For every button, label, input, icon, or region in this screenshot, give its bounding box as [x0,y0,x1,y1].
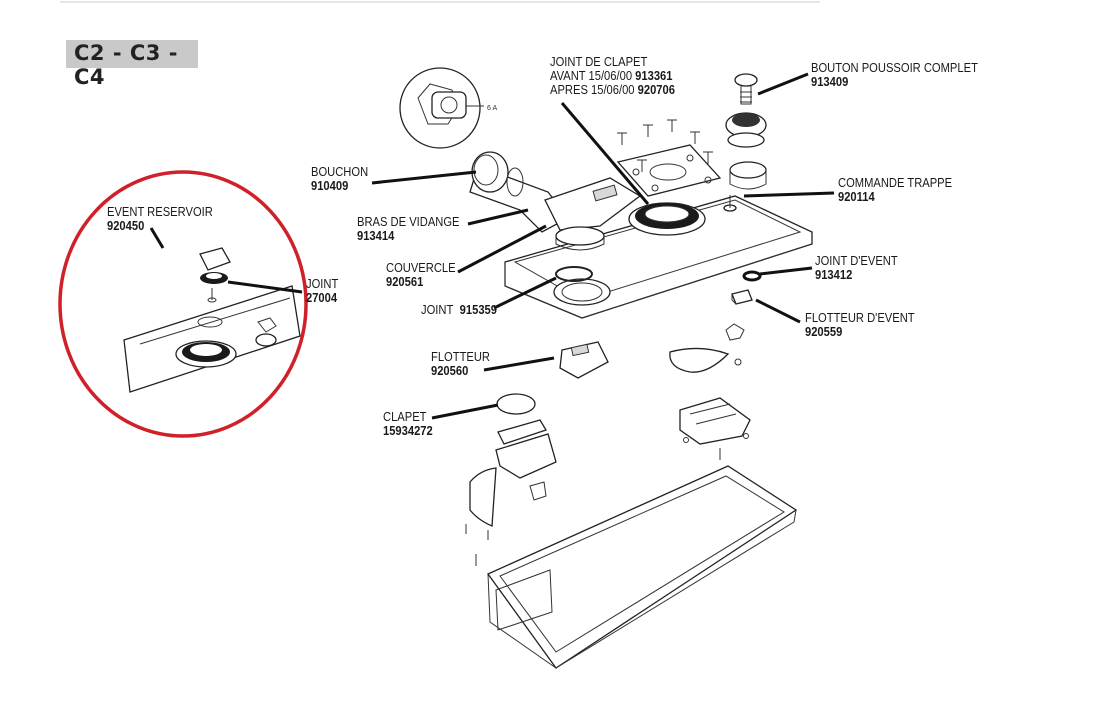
model-badge-text: C2 - C3 - C4 [74,41,178,89]
label-joint-event: JOINT D'EVENT 913412 [815,254,898,282]
label-ref: 913409 [811,74,849,89]
label-flotteur: FLOTTEUR 920560 [431,350,490,378]
label-name: FLOTTEUR D'EVENT [805,310,915,325]
label-joint-915359: JOINT 915359 [421,303,497,317]
label-name: BRAS DE VIDANGE [357,214,460,229]
event-reservoir-detail-drawing [123,247,301,393]
label-ref: 913414 [357,228,395,243]
float-valve-drawing [465,341,609,566]
label-name: COMMANDE TRAPPE [838,175,953,190]
label-ref: 920561 [386,274,424,289]
label-name: CLAPET [383,409,427,424]
label-name: BOUTON POUSSOIR COMPLET [811,60,978,75]
leader-lines [149,72,835,420]
inset-6a-drawing: 6 A [399,67,497,149]
label-bras-vidange: BRAS DE VIDANGE 913414 [357,215,460,243]
label-couvercle: COUVERCLE 920561 [386,261,456,289]
label-ref: 915359 [459,302,497,317]
label-name: EVENT RESERVOIR [107,204,213,219]
label-name: COUVERCLE [386,260,456,275]
label-ref: 910409 [311,178,349,193]
label-name: FLOTTEUR [431,349,491,364]
label-bouton-poussoir: BOUTON POUSSOIR COMPLET 913409 [811,61,978,89]
label-name: JOINT D'EVENT [815,253,898,268]
label-ref: 920450 [107,218,145,233]
label-ref: 913412 [815,267,853,282]
label-ref: 920560 [431,363,469,378]
label-apres-text: APRES 15/06/00 [550,82,635,97]
label-name: JOINT [306,276,339,291]
label-ref: 920559 [805,324,843,339]
vent-parts-drawing [669,270,762,460]
label-apres-ref: 920706 [637,82,675,97]
label-name: JOINT DE CLAPET [550,54,648,69]
label-avant-text: AVANT 15/06/00 [550,68,633,83]
reservoir-tray-drawing [487,465,798,669]
label-commande-trappe: COMMANDE TRAPPE 920114 [838,176,952,204]
inset-marker-text: 6 A [487,105,497,112]
highlight-circle [58,170,308,438]
label-flotteur-event: FLOTTEUR D'EVENT 920559 [805,311,915,339]
cover-lid-drawing [469,73,813,319]
label-bouchon: BOUCHON 910409 [311,165,368,193]
label-name: JOINT [421,302,454,317]
label-name: BOUCHON [311,164,369,179]
model-badge: C2 - C3 - C4 [66,40,198,89]
label-ref: 15934272 [383,423,433,438]
label-ref: 920114 [838,189,875,204]
label-avant-ref: 913361 [635,68,673,83]
label-event-reservoir: EVENT RESERVOIR 920450 [107,205,213,233]
label-joint-inset: JOINT 27004 [306,277,338,305]
label-ref: 27004 [306,290,338,305]
label-joint-clapet: JOINT DE CLAPET AVANT 15/06/00 913361 AP… [550,55,675,97]
label-clapet: CLAPET 15934272 [383,410,433,438]
